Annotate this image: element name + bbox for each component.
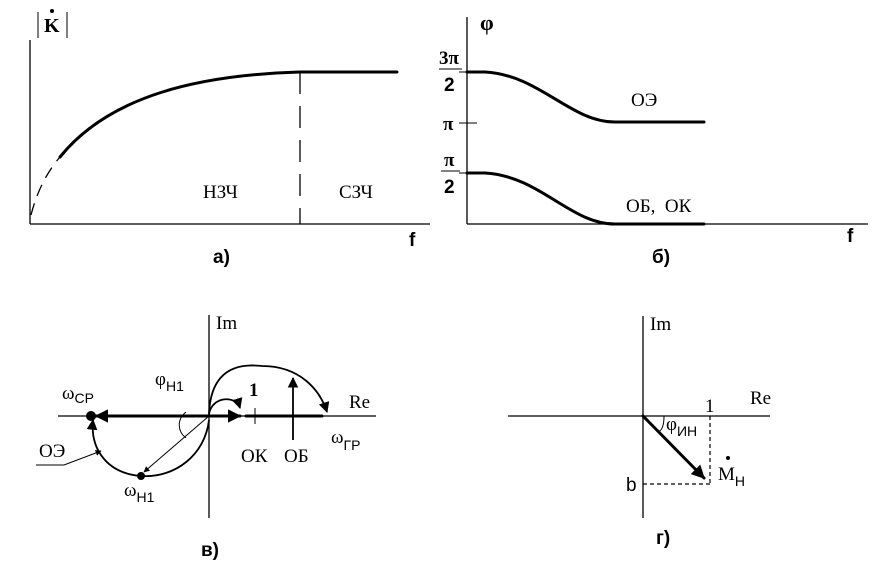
panel-b-label-oe: ОЭ bbox=[631, 90, 657, 111]
panel-a-region-low: НЗЧ bbox=[203, 182, 238, 203]
panel-b-tick-3pi-num: 3π bbox=[439, 48, 460, 69]
panel-b-tick-pi2-num: π bbox=[444, 150, 455, 171]
panel-a-caption: а) bbox=[213, 247, 230, 268]
panel-v-omega-cp-sub: СР bbox=[75, 390, 94, 406]
panel-b-tick-3pi-den: 2 bbox=[444, 75, 455, 96]
panel-a-ylabel: K bbox=[44, 15, 60, 37]
panel-v-caption: в) bbox=[201, 540, 219, 561]
panel-v-omega-h1: ωН1 bbox=[124, 480, 155, 505]
panel-v-omega-gp-sub: ГР bbox=[344, 437, 361, 453]
panel-g-unit-label: 1 bbox=[705, 396, 715, 417]
panel-g-re-label: Re bbox=[750, 388, 771, 409]
panel-g-phi-arc bbox=[656, 415, 665, 433]
panel-b-ylabel: φ bbox=[480, 10, 494, 35]
panel-a-curve-dashed bbox=[30, 156, 61, 216]
panel-v: Im Re 1 ωСР φН1 ωН1 ωГР ОК ОБ ОЭ bbox=[36, 313, 376, 561]
panel-b-curve-oe bbox=[465, 70, 706, 124]
panel-v-label-ok: ОК bbox=[241, 446, 268, 467]
panel-b-caption: б) bbox=[652, 247, 670, 268]
panel-g-dot-above-m bbox=[726, 456, 730, 460]
panel-b-tick-pi2-den: 2 bbox=[444, 177, 455, 198]
panel-v-omega-gp-symbol: ω bbox=[331, 427, 344, 448]
panel-v-point-omega-h1 bbox=[137, 472, 145, 480]
panel-v-omega-cp-symbol: ω bbox=[62, 383, 75, 404]
panel-v-omega-h1-sub: Н1 bbox=[137, 489, 155, 505]
panel-v-omega-h1-symbol: ω bbox=[124, 480, 137, 501]
panel-a-region-high: СЗЧ bbox=[339, 182, 373, 203]
panel-g-phi: φИН bbox=[666, 414, 697, 439]
panel-b-tick-pi-label: π bbox=[443, 114, 454, 135]
panel-g-im-label: Im bbox=[650, 314, 671, 335]
panel-a: K НЗЧ СЗЧ f а) bbox=[29, 9, 430, 268]
panel-b-label-ob-ok: ОБ, ОК bbox=[626, 196, 692, 217]
panel-v-omega-gp: ωГР bbox=[331, 427, 360, 453]
panel-v-point-omega-cp bbox=[86, 411, 96, 421]
panel-v-im-label: Im bbox=[216, 313, 237, 334]
panel-g-m-sub: Н bbox=[735, 473, 745, 489]
panel-a-curve bbox=[58, 70, 399, 159]
panel-g: Im Re 1 φИН MН b г) bbox=[508, 314, 771, 549]
panel-g-phi-symbol: φ bbox=[666, 414, 677, 435]
panel-v-phi-h1-symbol: φ bbox=[155, 369, 166, 390]
panel-v-re-label: Re bbox=[349, 392, 370, 413]
panel-a-dot-above-k bbox=[50, 9, 54, 13]
panel-g-m: MН bbox=[718, 464, 745, 489]
panel-v-radius-h1 bbox=[143, 415, 210, 473]
panel-b: φ 3π 2 π π 2 ОЭ ОБ, ОК f б) bbox=[439, 10, 868, 268]
panel-a-xlabel: f bbox=[409, 230, 416, 251]
panel-v-oe-leader bbox=[36, 450, 102, 466]
panel-g-b-label: b bbox=[626, 475, 637, 496]
panel-v-unit-label: 1 bbox=[249, 380, 259, 401]
panel-v-omega-cp: ωСР bbox=[62, 383, 94, 406]
panel-v-small-loop bbox=[208, 397, 243, 415]
panel-b-curve-ob-ok bbox=[465, 171, 706, 226]
panel-v-label-oe: ОЭ bbox=[39, 441, 65, 462]
panel-v-lower-arc bbox=[86, 418, 210, 477]
panel-v-label-ob: ОБ bbox=[284, 446, 309, 467]
panel-b-xlabel: f bbox=[847, 226, 854, 247]
panel-v-upper-arc bbox=[208, 364, 330, 417]
panel-g-m-symbol: M bbox=[718, 464, 735, 485]
panel-g-phi-sub: ИН bbox=[677, 423, 697, 439]
panel-v-phi-h1: φН1 bbox=[155, 369, 184, 394]
panel-g-vector-m bbox=[641, 414, 706, 480]
panel-g-caption: г) bbox=[656, 528, 670, 549]
panel-v-phi-arc bbox=[178, 411, 187, 439]
panel-v-phi-h1-sub: Н1 bbox=[166, 378, 184, 394]
